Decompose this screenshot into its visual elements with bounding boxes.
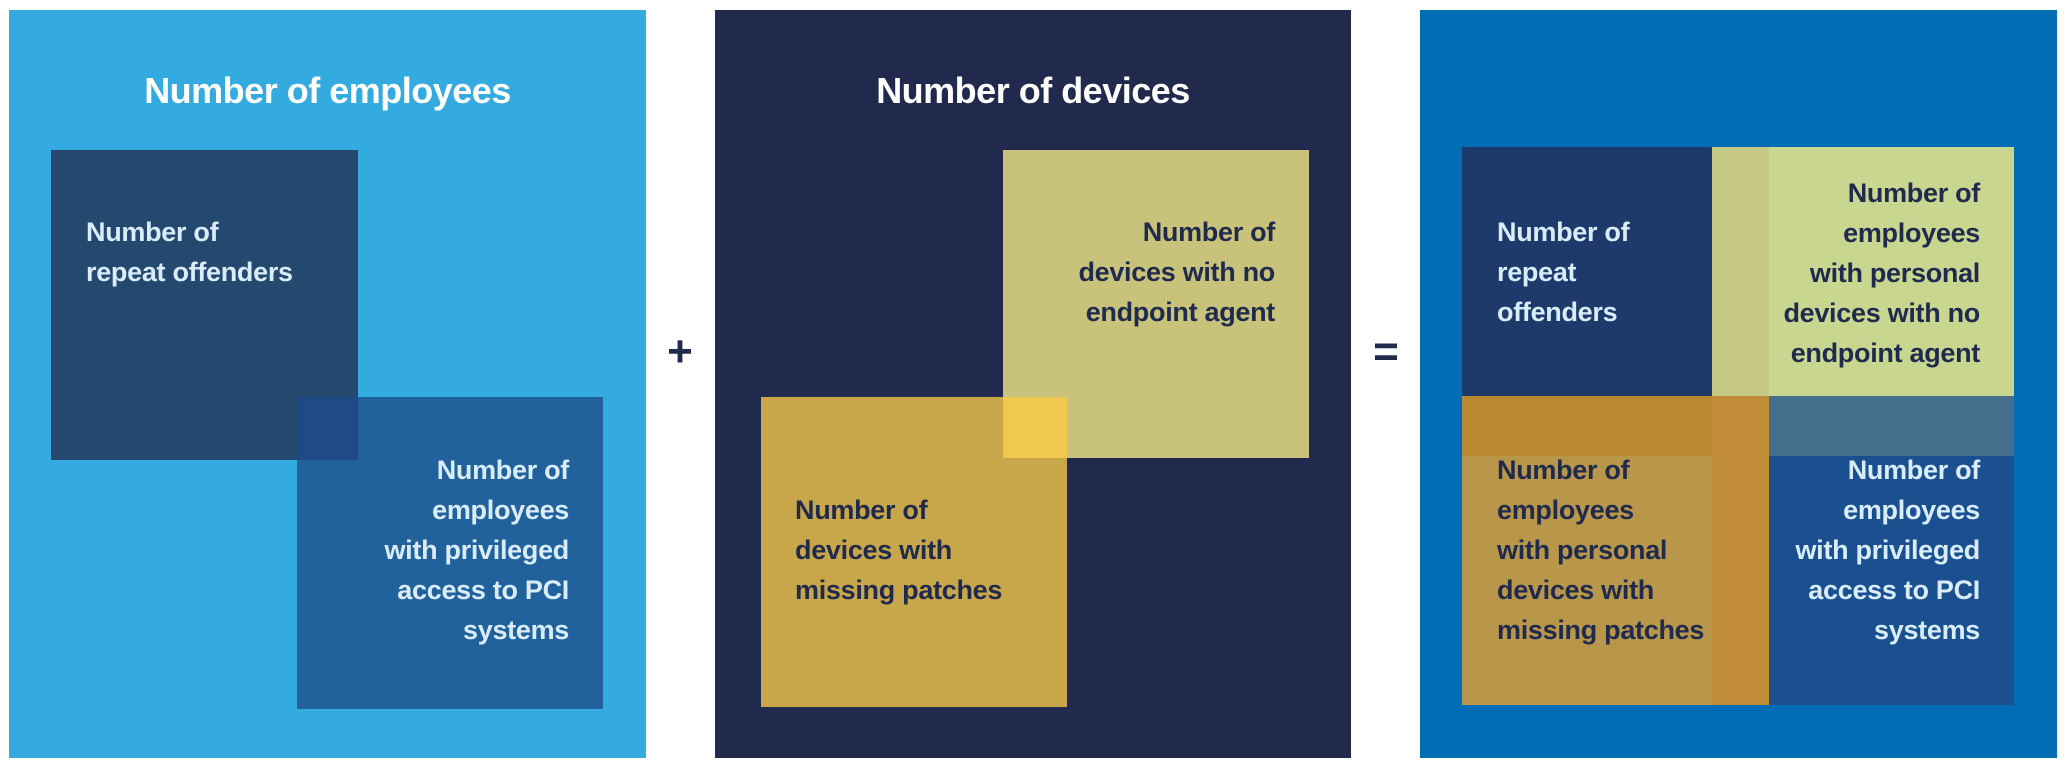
label-line: access to PCI xyxy=(1808,575,1980,605)
no-endpoint-label: Number of devices with no endpoint agent xyxy=(1078,212,1275,332)
equals-operator: = xyxy=(1373,327,1399,376)
label-line: systems xyxy=(463,615,569,645)
label-line: devices with xyxy=(795,535,952,565)
result-personal-no-endpoint-label: Number of employees with personal device… xyxy=(1783,173,1980,373)
label-line: employees xyxy=(1497,495,1634,525)
label-line: employees xyxy=(432,495,569,525)
label-line: repeat xyxy=(1497,257,1577,287)
privileged-access-label: Number of employees with privileged acce… xyxy=(384,450,569,650)
label-line: systems xyxy=(1874,615,1980,645)
label-line: Number of xyxy=(86,217,219,247)
label-line: Number of xyxy=(1497,217,1630,247)
result-repeat-offenders-box xyxy=(1462,147,1712,396)
result-overlap-band-right xyxy=(1769,396,2014,456)
employees-title: Number of employees xyxy=(144,70,511,111)
label-line: devices with no xyxy=(1783,298,1980,328)
label-line: endpoint agent xyxy=(1790,338,1981,368)
label-line: with personal xyxy=(1809,258,1980,288)
label-line: offenders xyxy=(1497,297,1618,327)
label-line: employees xyxy=(1843,495,1980,525)
label-line: Number of xyxy=(1847,455,1981,485)
label-line: devices with xyxy=(1497,575,1654,605)
employees-overlap xyxy=(297,397,358,460)
label-line: employees xyxy=(1843,218,1980,248)
devices-title: Number of devices xyxy=(876,70,1190,111)
label-line: Number of xyxy=(436,455,570,485)
label-line: Number of xyxy=(1847,178,1981,208)
result-overlap-strip xyxy=(1712,147,1769,396)
result-personal-missing-patches-label: Number of employees with personal device… xyxy=(1497,450,1704,650)
label-line: with privileged xyxy=(384,535,569,565)
repeat-offenders-label: Number of repeat offenders xyxy=(86,212,293,292)
result-repeat-offenders-label: Number of repeat offenders xyxy=(1497,212,1630,332)
label-line: Number of xyxy=(1497,455,1630,485)
plus-operator: + xyxy=(667,327,693,376)
missing-patches-label: Number of devices with missing patches xyxy=(795,490,1002,610)
label-line: Number of xyxy=(795,495,928,525)
label-line: repeat offenders xyxy=(86,257,293,287)
label-line: with personal xyxy=(1497,535,1668,565)
devices-overlap xyxy=(1003,397,1067,458)
label-line: missing patches xyxy=(1497,615,1705,645)
label-line: endpoint agent xyxy=(1085,297,1276,327)
label-line: with privileged xyxy=(1795,535,1980,565)
label-line: access to PCI xyxy=(397,575,569,605)
result-overlap-column xyxy=(1712,396,1769,705)
result-privileged-label: Number of employees with privileged acce… xyxy=(1795,450,1980,650)
label-line: Number of xyxy=(1142,217,1276,247)
label-line: devices with no xyxy=(1078,257,1275,287)
label-line: missing patches xyxy=(795,575,1003,605)
